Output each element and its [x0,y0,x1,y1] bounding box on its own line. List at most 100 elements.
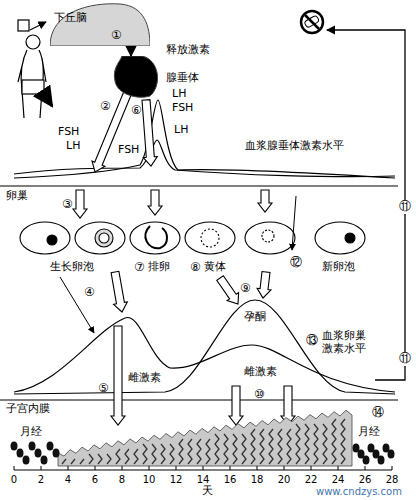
axis-tick-label: 18 [250,474,265,486]
axis-tick-label: 22 [304,474,319,486]
hormone-name: LH [172,88,186,101]
callout-number: ⑪ [398,352,412,366]
ovary [130,222,180,254]
uterine-gland [323,424,327,464]
callout-number: ⑦ [134,261,145,275]
thin-arrows [60,196,296,333]
hormone-name: 雌激素 [244,366,277,379]
uterine-gland [80,459,84,464]
hormone-arrow [229,386,243,425]
stage-label: 生长卵泡 [50,261,94,274]
progesterone-curve [14,300,395,394]
human-figure [18,20,52,118]
uterine-gland [251,429,255,464]
axis-tick [149,466,150,470]
no-symbol [301,11,323,33]
axis-tick-label: 24 [331,474,346,486]
menstrual-blood [23,456,30,465]
lh-curve [14,100,395,178]
endometrium [58,410,352,466]
menstrual-blood [363,456,370,465]
menstrual-blood [35,449,42,458]
callout-number: ⑬ [306,334,318,348]
pituitary: 腺垂体 [112,56,162,98]
uterine-gland [143,444,147,464]
axis-tick [311,466,312,470]
menstrual-blood [378,456,385,465]
phase-label: 月经 [358,426,380,439]
divider [0,400,398,401]
callout-number: ② [100,100,111,114]
axis-tick [122,466,123,470]
no-slash [305,15,319,29]
axis-tick-label: 16 [223,474,238,486]
hormone-name: LH [66,140,80,153]
corpus-luteum [201,229,219,247]
menstrual-blood [388,450,395,459]
head [26,35,40,49]
watermark: www.cndzys.com [316,486,402,498]
axis-tick-label: 8 [118,474,126,486]
uterine-gland [341,419,345,464]
hormone-arrow [148,190,162,215]
uterine-gland [71,459,75,464]
hypothalamus: 下丘脑 [50,2,150,46]
uterine-gland [98,454,102,464]
menstrual-blood [29,442,36,451]
axis-tick-label: 0 [10,474,18,486]
uterine-gland [152,444,156,464]
uterine-gland [314,424,318,464]
body-outline [18,50,46,118]
no-circle [301,11,323,33]
uterine-gland [134,449,138,464]
axis-tick-label: 4 [64,474,72,486]
uterine-gland [161,444,165,464]
uterine-gland [125,449,129,464]
uterine-gland [242,434,246,464]
callout-number: ⑤ [98,382,109,396]
panel-title: 血浆卵巢激素水平 [322,330,372,355]
divider [0,186,398,187]
uterine-gland [107,454,111,464]
callout-number: ④ [84,286,95,300]
axis-tick-label: 2 [37,474,45,486]
feedback-line [327,30,405,380]
follicle [47,235,57,245]
uterine-gland [260,429,264,464]
stage-label: 黄体 [204,261,226,274]
axis-tick [338,466,339,470]
axis-tick [230,466,231,470]
axis-tick-label: 12 [169,474,184,486]
axis-tick [257,466,258,470]
callout-number: ⑫ [290,256,302,270]
phase-label: 月经 [20,426,42,439]
menstrual-blood [53,449,60,458]
thin-arrow [292,196,296,250]
uterine-gland [269,429,273,464]
node-label: 腺垂体 [166,72,199,85]
hypothalamus-outline [50,4,150,46]
hormone-name: LH [174,124,188,137]
follicle [345,233,355,243]
axis-tick [41,466,42,470]
menstrual-blood [17,449,24,458]
menstrual-blood [47,442,54,451]
head-box [18,20,29,31]
hormone-arrow [130,46,132,56]
axis-tick [14,466,15,470]
axis-tick-label: 10 [142,474,157,486]
axis-tick-label: 6 [91,474,99,486]
pelvis-box [22,80,44,94]
ovary [315,222,365,254]
uterine-gland [332,419,336,464]
menstrual-blood [11,442,18,451]
callout-number: ⑭ [372,406,384,420]
axis-tick [365,466,366,470]
stage-label: 排卵 [148,261,170,274]
axis-tick [176,466,177,470]
callout-number: ③ [62,198,73,212]
axis-tick [95,466,96,470]
pituitary-shape [112,56,162,98]
uterine-gland [224,434,228,464]
